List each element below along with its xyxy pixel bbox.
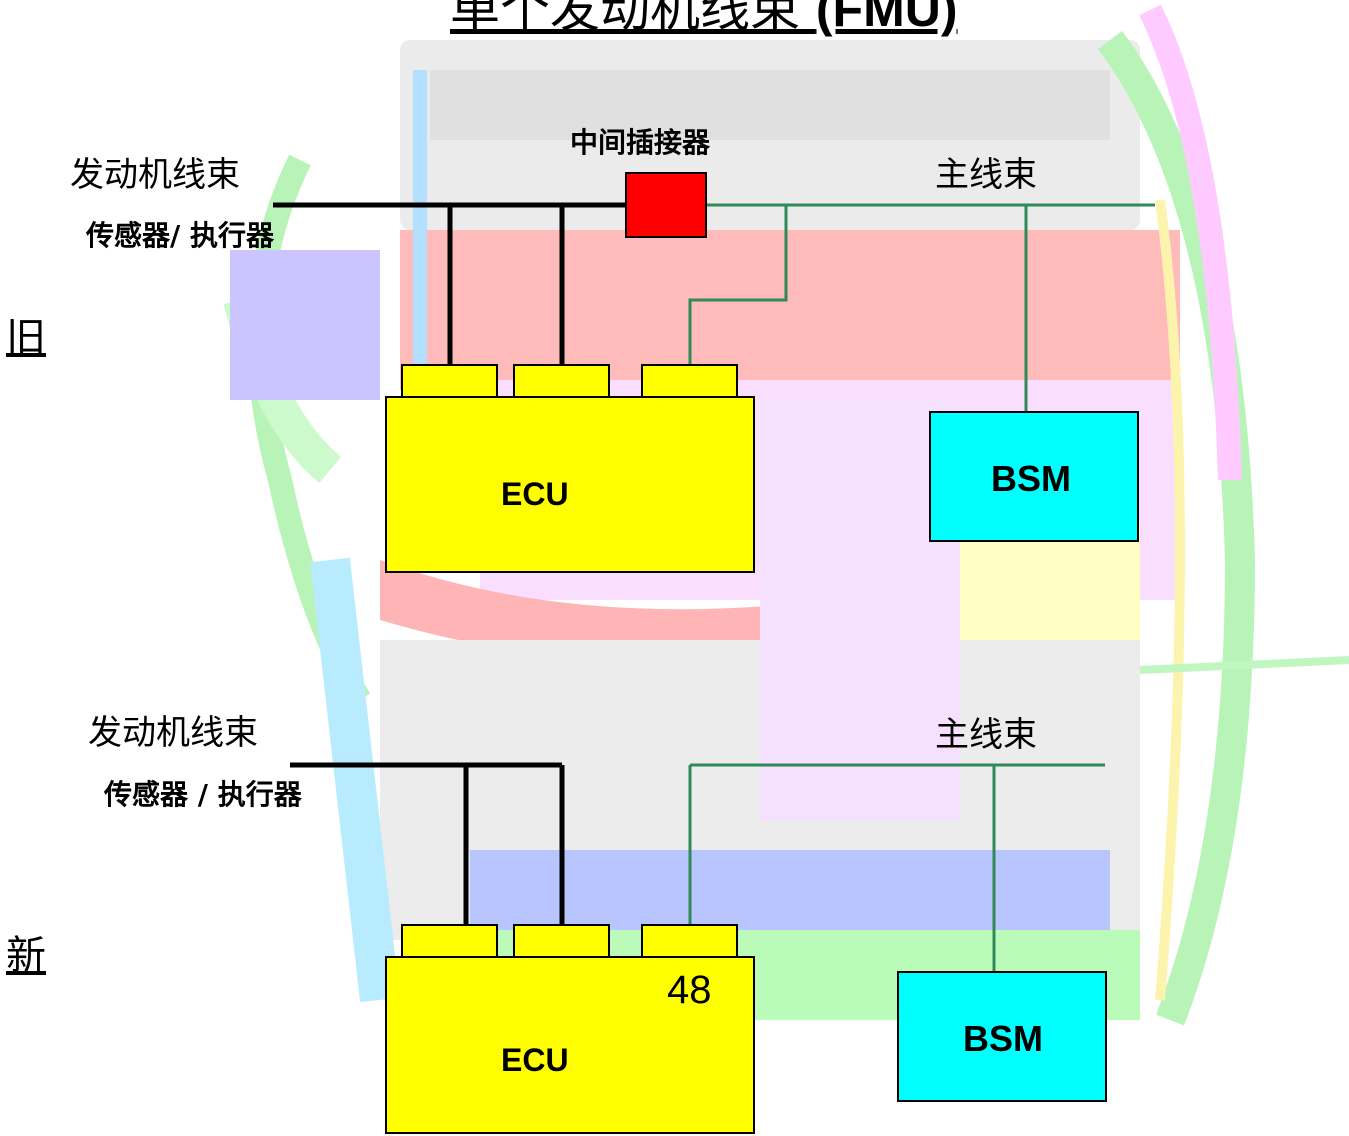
old-ecu-pin-2 [513,364,610,399]
old-ecu-box: ECU [385,396,755,573]
title-main: 单个发动机线束 [450,0,800,38]
new-bsm-box: BSM [897,971,1107,1102]
old-sensor-actuator-label: 传感器/ 执行器 [86,219,274,252]
old-bsm-box: BSM [929,411,1139,542]
old-ecu-pin-1 [401,364,498,399]
old-bsm-label: BSM [991,458,1071,499]
new-bsm-label: BSM [963,1018,1043,1059]
new-main-harness-label: 主线束 [935,715,1037,755]
new-ecu-box: 48 ECU [385,956,755,1134]
new-ecu-pin-1 [401,924,498,959]
new-ecu-pin-2 [513,924,610,959]
new-engine-harness-label: 发动机线束 [88,713,258,753]
new-ecu-number: 48 [667,968,712,1012]
title-suffix: (FMU) [815,0,958,37]
new-ecu-label: ECU [501,1042,569,1078]
old-ecu-label: ECU [501,476,569,512]
old-main-harness-label: 主线束 [935,155,1037,195]
old-main-ecu-wire [688,205,788,366]
new-ecu-pin-3 [641,924,738,959]
intermediate-connector [625,172,707,238]
old-engine-harness-label: 发动机线束 [70,155,240,195]
new-sensor-actuator-label: 传感器 / 执行器 [104,778,302,811]
old-ecu-pin-3 [641,364,738,399]
old-side-label: 旧 [6,315,46,361]
new-side-label: 新 [6,933,46,979]
page-title: 单个发动机线束 (FMU) [450,0,958,34]
intermediate-connector-label: 中间插接器 [570,126,711,159]
